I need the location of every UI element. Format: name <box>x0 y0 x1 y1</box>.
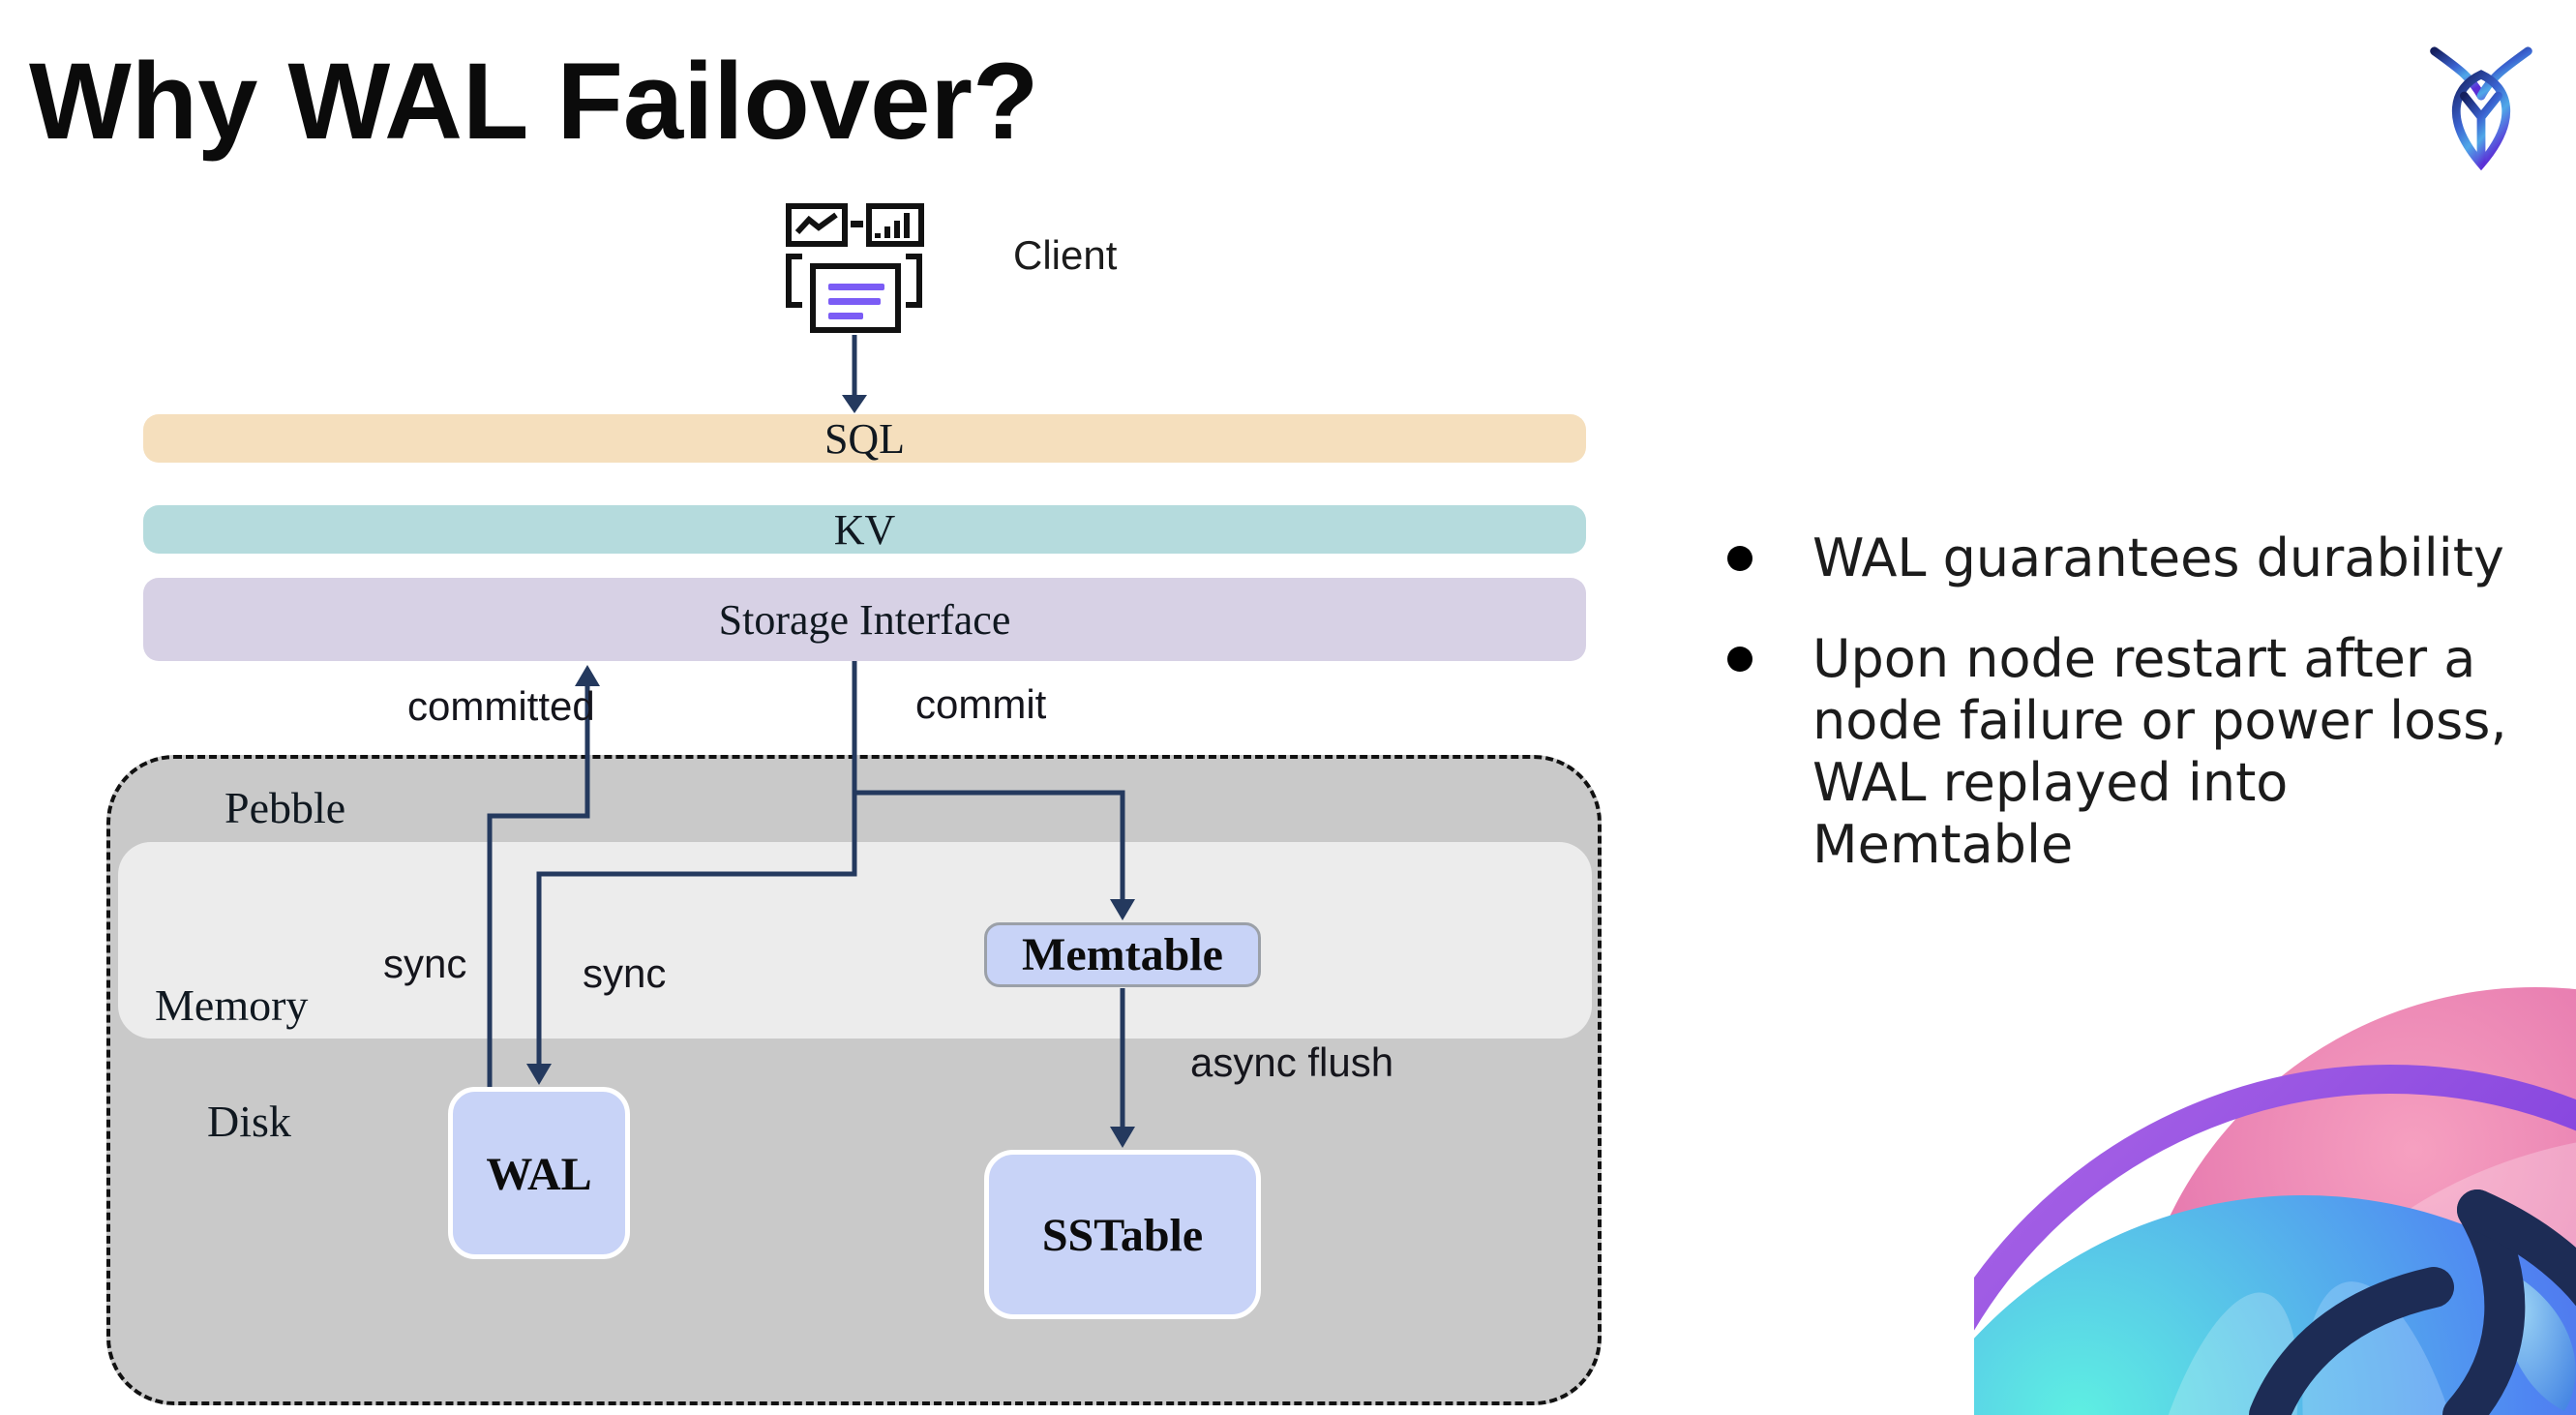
line-chart-icon <box>786 203 848 247</box>
disk-label: Disk <box>207 1097 291 1146</box>
layer-storage-interface: Storage Interface <box>143 578 1586 661</box>
client-label: Client <box>1013 232 1118 278</box>
icon-dash <box>851 221 863 227</box>
list-item: Upon node restart after a node failure o… <box>1703 628 2555 876</box>
committed-label: committed <box>407 683 595 729</box>
layer-kv: KV <box>143 505 1586 554</box>
doc-line <box>828 298 881 305</box>
bullet-list: WAL guarantees durability Upon node rest… <box>1703 527 2555 915</box>
bracket-left <box>786 254 802 308</box>
cockroachdb-logo <box>2430 46 2532 170</box>
list-item: WAL guarantees durability <box>1703 527 2555 589</box>
document-icon <box>810 263 901 333</box>
sstable-node: SSTable <box>984 1150 1261 1319</box>
logo-antenna-right <box>2476 46 2532 101</box>
memtable-node: Memtable <box>984 922 1261 987</box>
gradient-sphere-artwork <box>1974 987 2576 1415</box>
logo-veins <box>2460 91 2502 166</box>
logo-antenna-left <box>2430 46 2486 101</box>
memory-label: Memory <box>155 980 309 1030</box>
client-icon <box>780 197 1109 420</box>
bar-chart-icon <box>866 203 924 247</box>
bullet-dot <box>1727 546 1752 571</box>
wal-node: WAL <box>448 1087 630 1259</box>
layer-sql: SQL <box>143 414 1586 463</box>
bullet-text: Upon node restart after a node failure o… <box>1812 628 2507 875</box>
bracket-right <box>906 254 922 308</box>
bullet-dot <box>1727 647 1752 672</box>
memory-band <box>118 842 1592 1039</box>
pebble-label: Pebble <box>225 783 346 832</box>
async-flush-label: async flush <box>1190 1039 1394 1085</box>
doc-line <box>828 284 884 290</box>
page-title: Why WAL Failover? <box>29 41 1039 162</box>
sync-label-left: sync <box>383 941 467 986</box>
sync-label-right: sync <box>583 950 667 996</box>
commit-label: commit <box>915 681 1047 727</box>
bullet-text: WAL guarantees durability <box>1812 527 2504 588</box>
doc-line <box>828 313 863 319</box>
